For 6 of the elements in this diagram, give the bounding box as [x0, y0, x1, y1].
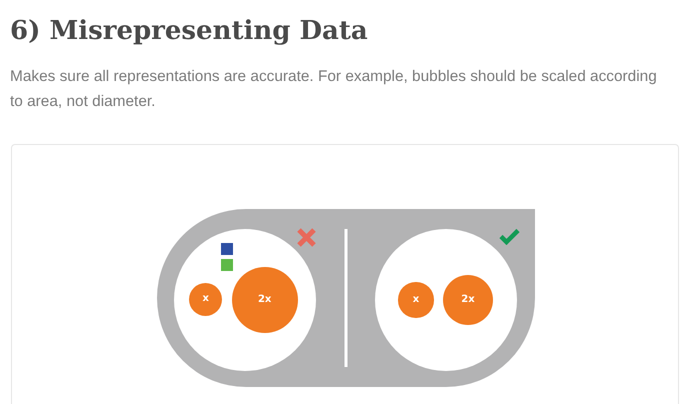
- heading: 6) Misrepresenting Data: [10, 15, 368, 48]
- bubble-label: 2x: [258, 295, 272, 305]
- bubble-label: x: [202, 294, 209, 304]
- bubble-label: 2x: [461, 295, 475, 305]
- description-paragraph: Makes sure all representations are accurate. For example, bubbles should be scaled according to area, not diameter.: [10, 67, 658, 112]
- bubble-label: x: [412, 294, 420, 305]
